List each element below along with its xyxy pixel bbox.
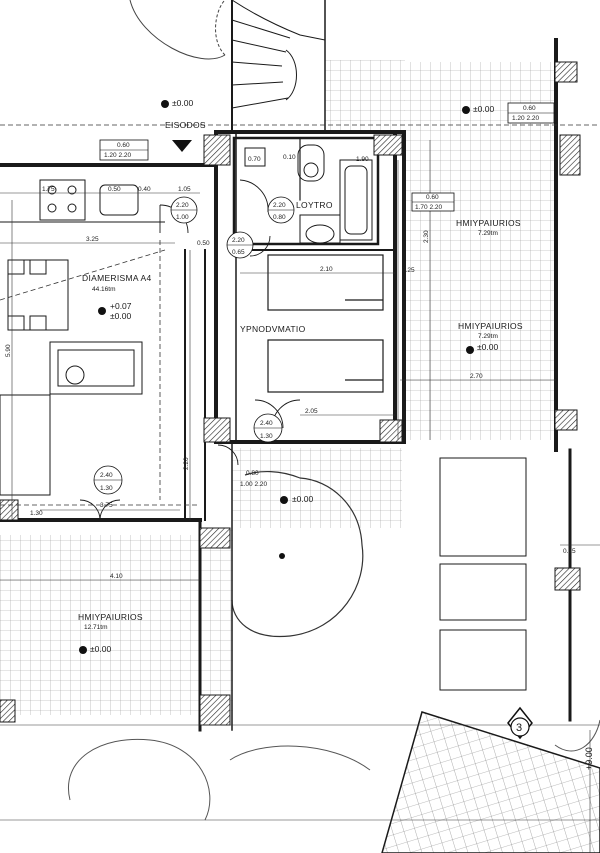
dim-19: 5.90 [5, 344, 12, 357]
door-tag-hall-bottom: 0.65 [232, 249, 245, 256]
tree-canopy-center [231, 471, 364, 638]
label-hmiypaithrios-mid: HMIYPAIURIOS [458, 321, 523, 331]
terrace-rotated [381, 711, 600, 853]
area-hmiypaithrios-bottom: 12.71tm [84, 624, 108, 631]
dim-7: 0.70 [248, 156, 261, 163]
window-tag-patio: 0.80 1.00 2.20 [240, 470, 267, 488]
level-terrace-mid: ±0.00 [477, 342, 498, 352]
dim-11: 2.05 [305, 408, 318, 415]
dim-15: 2.70 [470, 373, 483, 380]
dim-3: 0.40 [138, 186, 151, 193]
level-living-zero: ±0.00 [110, 311, 131, 321]
door-tag-bedroom-bottom: 1.30 [260, 433, 273, 440]
window-tag-bathroom: 0.60 1.70 2.20 [411, 192, 455, 212]
beds [267, 254, 384, 393]
dim-9: 1.90 [356, 156, 369, 163]
window-tag-entrance-top: 0.60 [117, 142, 130, 149]
window-tag-terrace-bottom: 1.20 2.20 [512, 115, 539, 122]
dim-12: 3.75 [100, 502, 113, 509]
kitchen [0, 179, 165, 223]
tree-canopy-bottom [68, 738, 371, 821]
dim-17: 0.15 [563, 548, 576, 555]
terrace-bottom-center [208, 528, 233, 718]
area-hmiypaithrios-mid: 7.29tm [478, 333, 498, 340]
tree-canopy-right [554, 719, 600, 752]
dim-6: 2.10 [320, 266, 333, 273]
door-tag-hall: 2.20 0.65 [226, 231, 254, 259]
wall-sections [0, 61, 581, 726]
label-loutro: LOYTRO [296, 200, 333, 210]
spiral-stair [231, 0, 326, 109]
dim-13: 1.30 [30, 510, 43, 517]
label-ypnodwmatio: YPNODVMATIO [240, 324, 306, 334]
section-marker-number: 3 [516, 722, 522, 734]
level-patio: ±0.00 [292, 494, 313, 504]
door-tag-kitchen-top: 2.20 [176, 202, 189, 209]
window-tag-entrance: 0.60 1.20 2.20 [99, 139, 149, 161]
door-tag-bedroom: 2.40 1.30 [253, 413, 283, 443]
dim-1: 1.75 [42, 186, 55, 193]
label-hmiypaithrios-bottom: HMIYPAIURIOS [78, 612, 143, 622]
terrace-bottom-left [0, 535, 208, 715]
door-tag-living-top: 2.40 [100, 472, 113, 479]
door-tag-kitchen-bottom: 1.00 [176, 214, 189, 221]
dim-16: 0.50 [197, 240, 210, 247]
window-tag-terrace-top: 0.60 [523, 105, 536, 112]
door-tag-living: 2.40 1.30 [93, 465, 123, 495]
dim-10: 0.25 [402, 267, 415, 274]
window-tag-terrace: 0.60 1.20 2.20 [507, 102, 555, 124]
dim-4: 1.05 [178, 186, 191, 193]
door-tag-living-bottom: 1.30 [100, 485, 113, 492]
terrace-top-strip [325, 60, 405, 132]
dashed-lines [0, 124, 600, 506]
door-tag-bedroom-top: 2.40 [260, 420, 273, 427]
dimension-lines [0, 140, 600, 853]
paver-2 [439, 563, 527, 621]
dim-2: 0.50 [108, 186, 121, 193]
level-marker-symbols [79, 100, 474, 654]
door-tag-bathroom: 2.20 0.80 [267, 196, 295, 224]
window-tag-bathroom-bottom: 1.70 2.20 [415, 204, 442, 211]
section-marker: 3 [507, 706, 533, 740]
door-tag-bathroom-bottom: 0.80 [273, 214, 286, 221]
window-tag-patio-top: 0.80 [246, 470, 259, 477]
window-tag-patio-bottom: 1.00 2.20 [240, 481, 267, 488]
living-furniture [0, 259, 143, 496]
entrance-arrow-icon [172, 140, 192, 152]
patio-center [232, 448, 402, 528]
door-tag-kitchen: 2.20 1.00 [170, 196, 198, 224]
area-hmiypaithrios-top: 7.29tm [478, 230, 498, 237]
level-terrace-top: ±0.00 [473, 104, 494, 114]
paver-3 [439, 629, 527, 691]
dim-20: 2.20 [183, 457, 190, 470]
tree-canopy-top [129, 0, 226, 60]
window-tag-entrance-bottom: 1.20 2.20 [104, 152, 131, 159]
level-terrace-bottom: ±0.00 [90, 644, 111, 654]
dim-5: 3.25 [86, 236, 99, 243]
level-entrance: ±0.00 [172, 98, 193, 108]
level-right-edge: +9.00 [584, 747, 594, 770]
door-tag-hall-top: 2.20 [232, 237, 245, 244]
label-eisodos: EISODOS [165, 120, 206, 130]
door-tag-bathroom-top: 2.20 [273, 202, 286, 209]
level-living-plus: +0.07 [110, 301, 132, 311]
area-diamerisma: 44.16tm [92, 286, 116, 293]
dim-14: 4.10 [110, 573, 123, 580]
dim-8: 0.10 [283, 154, 296, 161]
dim-18: 2.30 [423, 230, 430, 243]
label-diamerisma: DIAMERISMA A4 [82, 273, 152, 283]
bathroom-fixtures [244, 144, 373, 244]
window-tag-bathroom-top: 0.60 [426, 194, 439, 201]
label-hmiypaithrios-top: HMIYPAIURIOS [456, 218, 521, 228]
paver-1 [439, 457, 527, 557]
